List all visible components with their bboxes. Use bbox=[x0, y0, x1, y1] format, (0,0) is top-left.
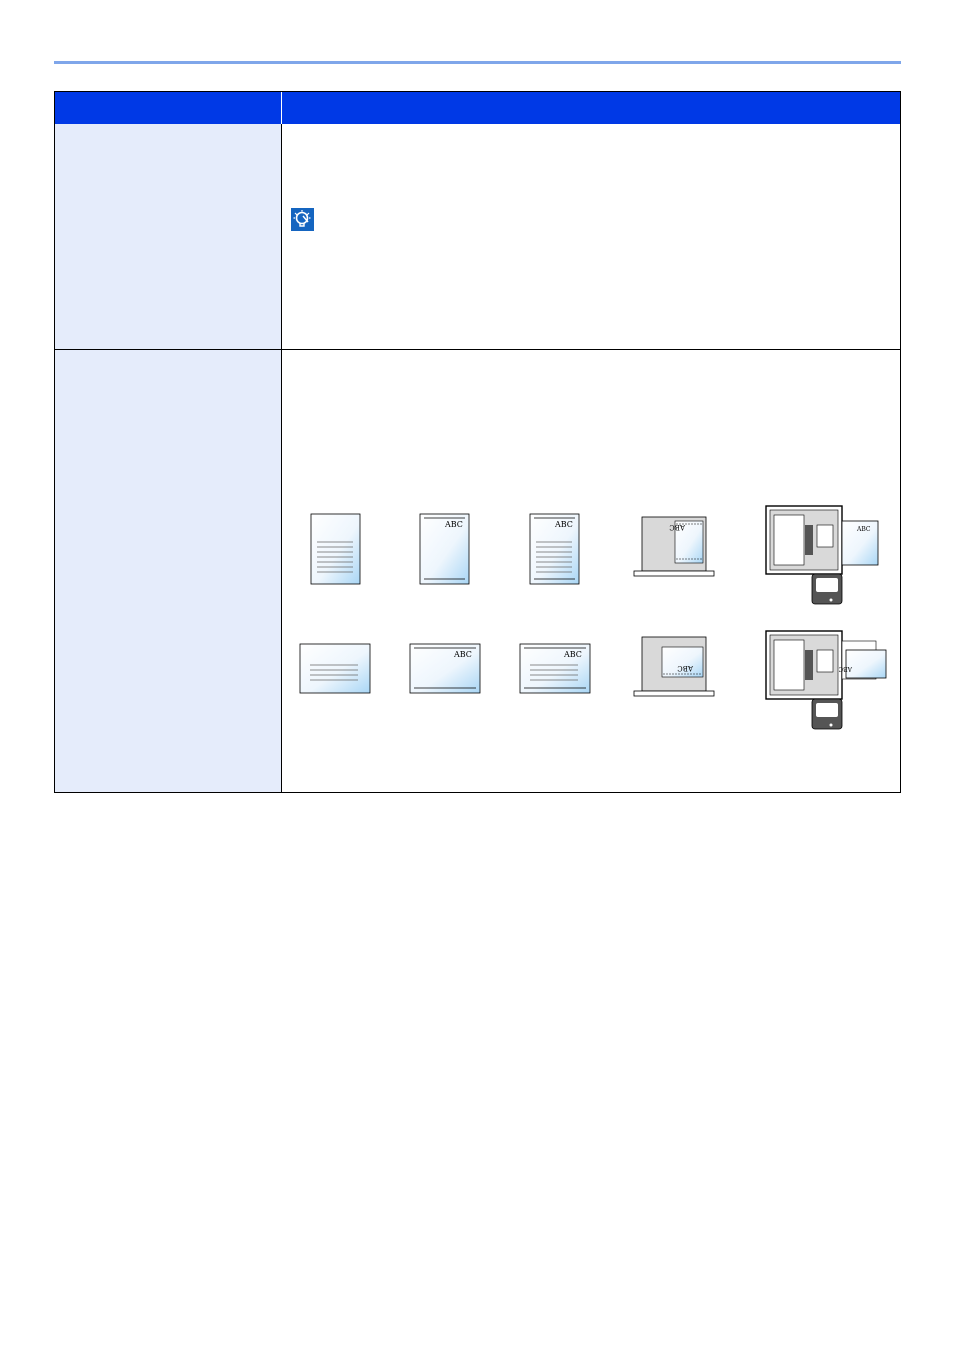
abc-label: ABC bbox=[669, 523, 686, 531]
abc-heading-page-icon: ABC bbox=[409, 643, 481, 694]
settings-table bbox=[54, 91, 901, 793]
document-feeder-icon: ABC bbox=[765, 505, 879, 605]
text-lines-page-icon bbox=[310, 513, 361, 585]
table-header bbox=[55, 92, 900, 124]
glass-original-icon: ABC bbox=[633, 636, 715, 697]
abc-heading-page-icon: ABC bbox=[419, 513, 470, 585]
abc-label: ABC bbox=[563, 650, 582, 659]
orientation-illustrations: ABC ABC ABC ABC bbox=[299, 505, 887, 730]
text-lines-page-icon bbox=[299, 643, 371, 694]
glass-original-icon: ABC bbox=[633, 516, 715, 577]
abc-heading-lines-page-icon: ABC bbox=[529, 513, 580, 585]
header-divider bbox=[281, 92, 282, 124]
abc-label: ABC bbox=[444, 520, 463, 529]
label-column bbox=[55, 124, 281, 792]
tip-icon bbox=[291, 208, 314, 231]
abc-label: ABC bbox=[838, 665, 853, 672]
top-rule bbox=[54, 61, 901, 64]
abc-label: ABC bbox=[856, 526, 871, 533]
column-divider bbox=[281, 124, 282, 792]
row-divider bbox=[55, 349, 900, 350]
abc-label: ABC bbox=[677, 664, 694, 672]
document-feeder-icon: ABC bbox=[765, 630, 887, 730]
abc-label: ABC bbox=[554, 520, 573, 529]
abc-label: ABC bbox=[453, 650, 472, 659]
abc-heading-lines-page-icon: ABC bbox=[519, 643, 591, 694]
